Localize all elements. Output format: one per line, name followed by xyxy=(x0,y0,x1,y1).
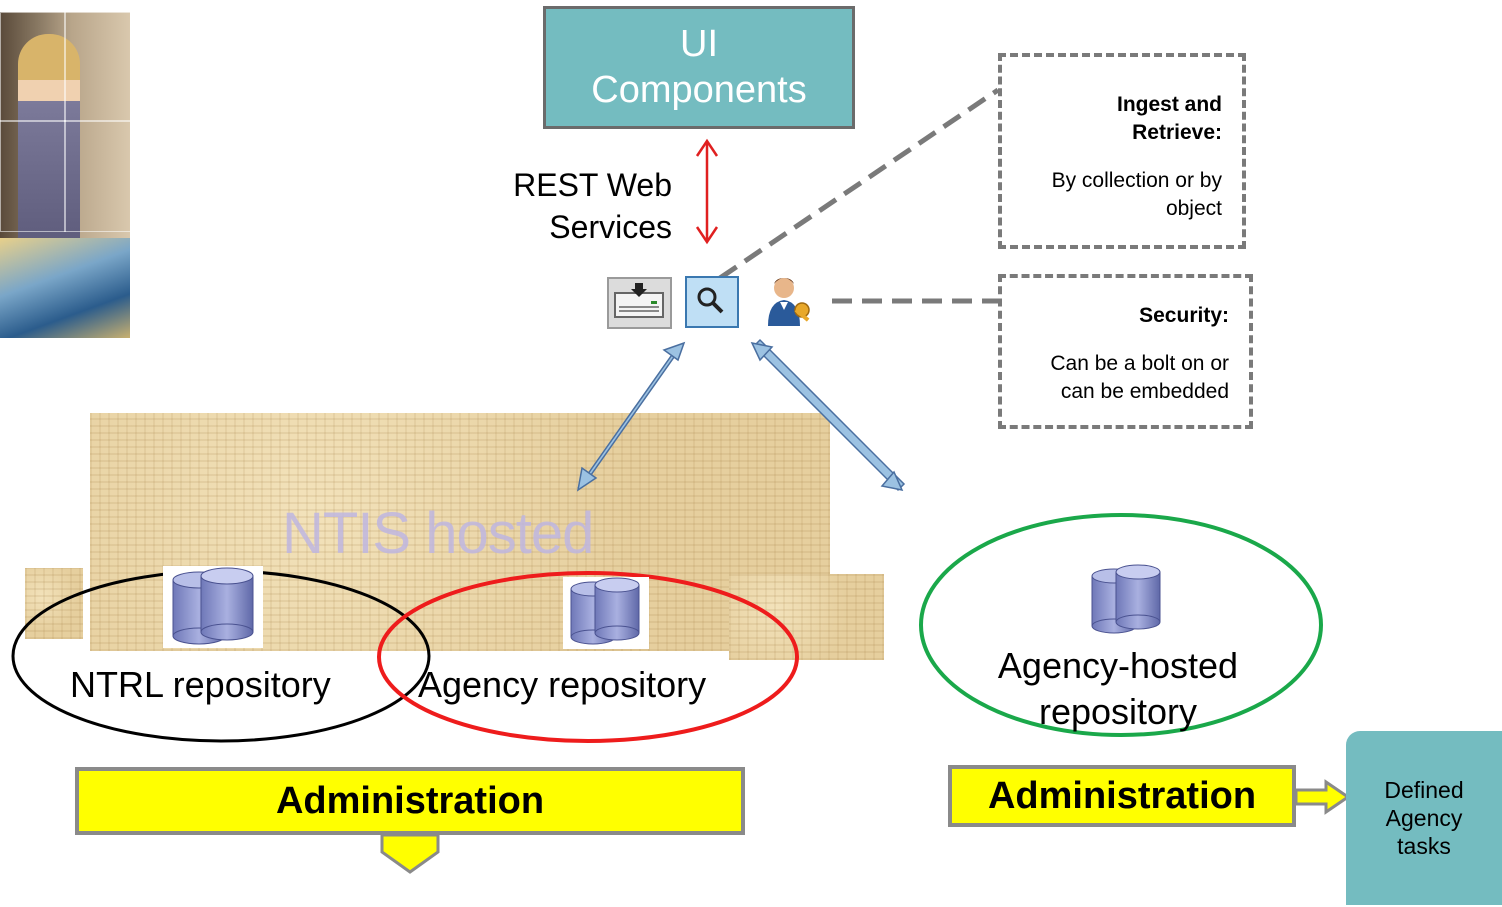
hosted-label-line1: Agency-hosted xyxy=(997,645,1239,686)
office-photo xyxy=(0,12,130,338)
ui-components-line2: Components xyxy=(591,68,807,111)
blue-arrow-right-heads xyxy=(750,341,904,492)
security-note: Security: Can be a bolt on or can be emb… xyxy=(998,274,1253,429)
defined-agency-tasks-box: Defined Agency tasks xyxy=(1346,731,1502,905)
ui-components-line1: UI xyxy=(680,22,718,65)
disk-drive-icon[interactable] xyxy=(607,277,672,329)
parchment-fragment-left xyxy=(25,568,83,639)
tasks-line2: Agency xyxy=(1385,805,1463,831)
ui-components-box: UI Components xyxy=(543,6,855,129)
parchment-fragment-right xyxy=(729,574,884,660)
blue-arrow-left xyxy=(577,342,685,489)
hosted-ellipse xyxy=(919,513,1323,737)
rest-line1: REST Web xyxy=(513,167,672,203)
agency-hosted-repository-label: Agency-hosted repository xyxy=(965,643,1271,735)
blue-arrow-right xyxy=(752,338,906,492)
administration-left: Administration xyxy=(75,767,745,835)
ingest-title-line2: Retrieve: xyxy=(1132,121,1222,144)
rest-line2: Services xyxy=(549,209,672,245)
rest-arrow xyxy=(695,138,719,245)
search-icon[interactable] xyxy=(685,276,739,328)
hosted-label-line2: repository xyxy=(1038,691,1198,732)
user-key-icon[interactable] xyxy=(762,270,820,330)
security-title: Security: xyxy=(1139,304,1229,327)
ingest-body-line1: By collection or by xyxy=(1051,169,1222,192)
rest-web-services-label: REST Web Services xyxy=(470,164,672,248)
ingest-retrieve-note: Ingest and Retrieve: By collection or by… xyxy=(998,53,1246,249)
database-icon xyxy=(163,566,263,648)
administration-right: Administration xyxy=(948,765,1296,827)
admin-right-arrow xyxy=(1294,779,1351,815)
agency-ellipse xyxy=(377,571,799,743)
ntis-hosted-label: NTIS hosted xyxy=(282,501,594,566)
database-icon xyxy=(1091,564,1161,634)
admin-down-arrow xyxy=(380,833,440,874)
security-body-line1: Can be a bolt on or xyxy=(1050,352,1229,375)
photo-laptop xyxy=(0,238,130,338)
ingest-title-line1: Ingest and xyxy=(1116,93,1222,116)
tasks-line1: Defined xyxy=(1384,777,1464,803)
tasks-line3: tasks xyxy=(1397,833,1451,859)
blue-arrow-left-heads xyxy=(576,341,686,492)
photo-person xyxy=(18,34,80,244)
ingest-connector xyxy=(718,87,1000,281)
ntrl-repository-label: NTRL repository xyxy=(70,664,331,705)
agency-repository-label: Agency repository xyxy=(418,664,707,705)
security-body-line2: can be embedded xyxy=(1060,380,1229,403)
database-icon xyxy=(563,577,649,649)
ingest-body-line2: object xyxy=(1165,197,1222,220)
